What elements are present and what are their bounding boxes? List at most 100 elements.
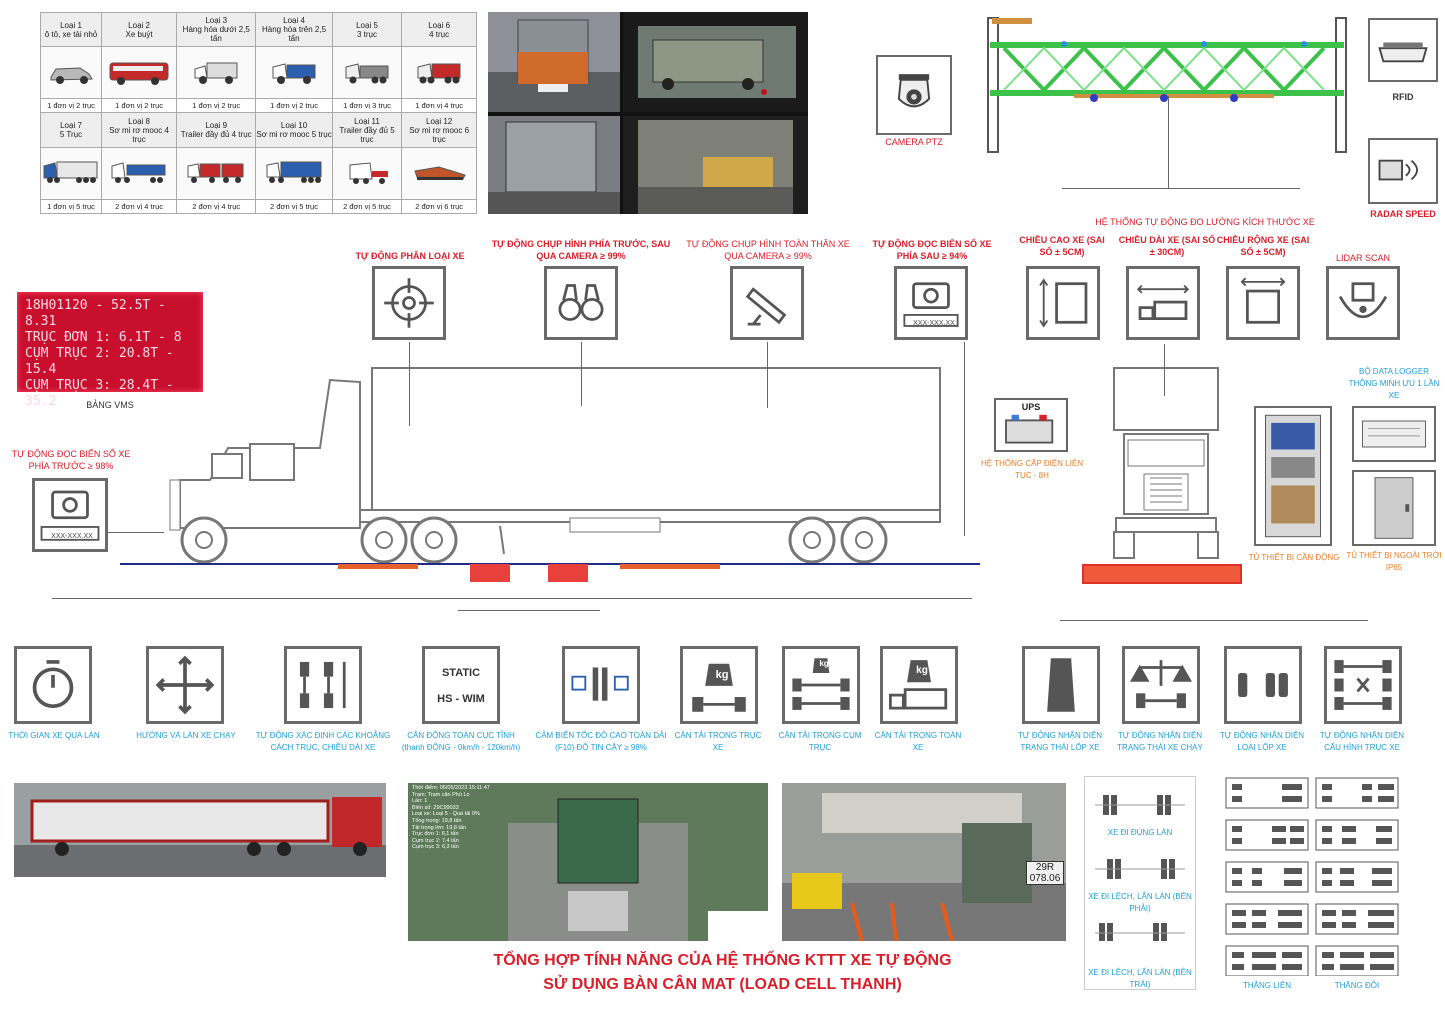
connector [581,342,582,406]
semi-trailer-image [100,146,178,200]
overlay-line: Tổng trọng: 19,8 tấn [412,817,462,824]
class-head: Loại 9 Trailer đầy đủ 4 trục [176,112,257,148]
read-rear-plate-caption: TỰ ĐỘNG ĐỌC BIỂN SỐ XE PHÍA SAU ≥ 94% [872,239,992,261]
read-front-plate-caption: TỰ ĐỘNG ĐỌC BIỂN SỐ XE PHÍA TRƯỚC ≥ 98% [11,449,131,471]
cctv-camera-icon [730,266,804,340]
toll-gate-photo: 29R 078.06 [782,783,1066,941]
connector [1168,96,1169,188]
bus-line [52,598,972,599]
class-foot: 2 đơn vị 5 trục [255,198,333,215]
full-trailer-image [176,146,257,200]
single-tire-caption: THẲNG LIÊN [1242,981,1291,990]
tire-status-icon [1022,646,1100,724]
wheel-track-panel: XE ĐI ĐÚNG LÀN XE ĐI LỆCH, LẤN LÀN (BÊN … [1084,776,1196,990]
class-foot: 2 đơn vị 6 trục [401,198,477,215]
plate-text: XXX-XXX.XX [913,320,955,327]
lowbed-trailer-image [401,146,477,200]
wheel-track-caption: XE ĐI LỆCH, LẤN LÀN (BÊN TRÁI) [1088,968,1192,989]
tire-type-icon [1224,646,1302,724]
overlay-line: Cụm trục 2: 7,4 tấn [412,837,459,844]
truck-3axle-image [331,46,403,100]
feature-caption: CÂN TẢI TRỌNG TOÀN XE [874,731,962,752]
static-label: STATIC [441,667,481,679]
rear-plate-camera-icon: XXX-XXX.XX [894,266,968,340]
vms-board: 18H01120 - 52.5T - 8.31 TRỤC ĐƠN 1: 6.1T… [17,292,203,409]
class-head: Loại 1 ô tô, xe tải nhỏ [40,11,102,48]
axle-weight-icon: kg [680,646,758,724]
connector [1062,188,1300,189]
axle-group-weight-icon: kg [782,646,860,724]
trailer-truck-image [331,146,403,200]
speed-sensor-icon [562,646,640,724]
overlay-line: Biển số: 29C99033 [412,804,459,811]
data-logger-icon [1352,406,1436,462]
height-caption: CHIỀU CAO XE (SAI SỐ ± 5CM) [1019,235,1105,257]
binoculars-icon [544,266,618,340]
light-truck-image [176,46,257,100]
outdoor-cabinet-caption: TỦ THIẾT BỊ NGOÀI TRỜI IP65 [1346,551,1442,572]
class-head: Loại 4 Hàng hóa trên 2,5 tấn [255,11,333,48]
axle-config-icon [1324,646,1402,724]
camera-ptz-icon [876,55,952,135]
vms-line: CỤM TRỤC 2: 20.8T - 15.4 [25,346,174,377]
truck-5axle-image [40,146,102,200]
timer-icon [14,646,92,724]
ups-battery-icon: UPS [994,398,1068,452]
truck-front-view [1110,364,1222,564]
class-foot: 2 đơn vị 4 trục [176,198,257,215]
static-hswim-box: STATIC HS - WIM [422,646,500,724]
photo-plate: 29R 078.06 [1026,861,1064,885]
classify-crosshair-icon [372,266,446,340]
class-foot: 2 đơn vị 4 trục [100,198,178,215]
lidar-caption: LIDAR SCAN [1335,253,1390,263]
class-head: Loại 11 Trailer đầy đủ 5 trục [331,112,403,148]
overlay-line: Loại xe: Loại 5 - Quá tải 0% [412,811,480,818]
vms-line: CỤM TRỤC 3: 28.4T - 35.2 [25,378,174,409]
page-title-line1: TỔNG HỢP TÍNH NĂNG CỦA HỆ THỐNG KTTT XE … [493,952,952,969]
camera-photo-grid [488,12,808,214]
indoor-cabinet-icon [1254,406,1332,546]
feature-caption: CÂN ĐỘNG TOÀN CỤC TĨNH (thanh ĐỘNG - 0km… [401,731,521,752]
class-head: Loại 3 Hàng hóa dưới 2,5 tấn [176,11,257,48]
ups-label: UPS [1021,402,1041,412]
height-measure-icon [1026,266,1100,340]
feature-caption: HƯỚNG VÀ LÀN XE CHẠY [136,731,236,740]
class-foot: 2 đơn vị 5 trục [331,198,403,215]
hswim-label: HS - WIM [437,693,485,705]
kg-label: kg [916,665,928,676]
weigh-station-photo: Thời điểm: 06/05/2023 15:11:47 Trạm: Trạ… [408,783,768,941]
axle-spacing-icon [284,646,362,724]
overlay-line: Trạm: Trạm cân Phú Lo [412,791,470,798]
bus-line [458,610,600,611]
balance-scale-icon [1122,646,1200,724]
container-truck-image [255,146,333,200]
class-head: Loại 6 4 trục [401,11,477,48]
dump-truck-image [401,46,477,100]
feature-caption: TỰ ĐỘNG XÁC ĐỊNH CÁC KHOẢNG CÁCH TRỤC, C… [255,731,391,752]
axle-config-grid: THẲNG LIÊN THẲNG ĐÔI [1212,776,1434,992]
class-head: Loại 10 Sơ mi rơ mooc 5 trục [255,112,333,148]
plate-text: XXX-XXX.XX [51,533,93,540]
connector [1164,344,1165,396]
car-image [40,46,102,100]
feature-caption: CẢM BIẾN TỐC ĐỘ CAO TOÀN DẢI (F10) ĐỘ TI… [535,731,667,752]
radar-speed-label: RADAR SPEED [1370,209,1436,219]
capture-front-rear-caption: TỰ ĐỘNG CHỤP HÌNH PHÍA TRƯỚC, SAU QUA CA… [491,239,671,261]
wheel-track-caption: XE ĐI LỆCH, LẤN LÀN (BÊN PHẢI) [1088,892,1192,913]
bus-line [1060,620,1368,621]
class-foot: 1 đơn vị 2 trục [255,98,333,114]
class-head: Loại 5 3 trục [331,11,403,48]
truck-image [255,46,333,100]
overlay-line: Trục đơn 1: 6,1 tấn [412,831,459,838]
camera-ptz-label: CAMERA PTZ [885,137,943,147]
feature-caption: TỰ ĐỘNG NHẬN DIỆN LOẠI LỐP XE [1219,731,1305,752]
feature-caption: TỰ ĐỘNG NHẬN DIỆN TRẠNG THÁI XE CHẠY [1117,731,1203,752]
wheel-track-caption: XE ĐI ĐÚNG LÀN [1107,828,1173,837]
rfid-label: RFID [1392,92,1414,102]
width-caption: CHIỀU RỘNG XE (SAI SỐ ± 5CM) [1216,235,1310,257]
kg-label: kg [715,669,729,681]
photo-overlay: Thời điểm: 06/05/2023 15:11:47 Trạm: Trạ… [412,785,532,851]
classify-caption: TỰ ĐỘNG PHÂN LOẠI XE [355,251,465,261]
class-foot: 1 đơn vị 4 trục [401,98,477,114]
bus-image [100,46,178,100]
